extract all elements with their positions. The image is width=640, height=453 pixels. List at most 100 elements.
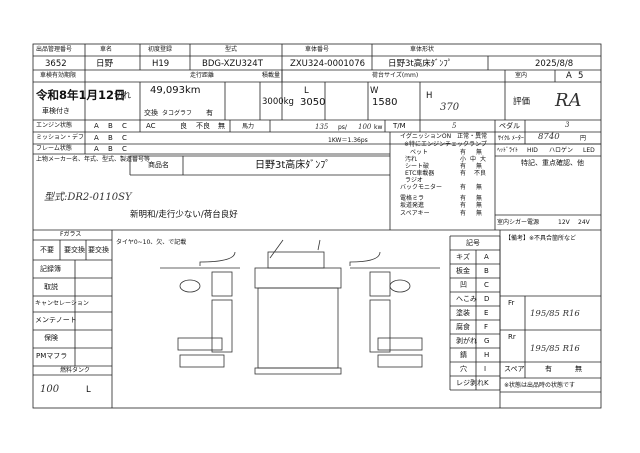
light-halogen: ハロゲン (549, 147, 574, 154)
equip-item-2: シート破 (405, 163, 430, 170)
unit-cycle: 円 (580, 135, 587, 142)
label-tm: T/M (393, 122, 406, 130)
engine-b: B (108, 122, 113, 130)
mission-c: C (122, 134, 127, 142)
value-kw-unit: kw (374, 124, 383, 131)
equip-item-5: バックモニター (400, 184, 443, 191)
label-ac: AC (146, 122, 156, 130)
value-mgmt-no: 3652 (45, 59, 67, 69)
label-f-glass: Fガラス (60, 231, 82, 238)
equip-item-7: 坂道発進 (400, 202, 425, 209)
legend-c0: A (484, 253, 489, 261)
equip-s16: 無 (476, 210, 483, 217)
value-mileage: 49,093km (150, 85, 201, 96)
legend-c3: D (484, 295, 490, 303)
legend-k5: 腐食 (456, 323, 470, 331)
equip-item-6: 電格ミラ (400, 195, 425, 202)
value-body-shape: 日野3t高床ﾀﾞﾝﾌﾟ (388, 59, 452, 69)
equip-note: ※特にエンジンチェックランプ (404, 141, 487, 148)
legend-c8: I (484, 365, 487, 373)
left-label-4: 保険 (44, 334, 58, 342)
power-24v: 24V (578, 219, 590, 226)
left-label-0: 記録簿 (40, 265, 61, 273)
label-fr: Fr (508, 299, 515, 307)
equip-s14: 無 (476, 202, 483, 209)
legend-c4: E (484, 309, 489, 317)
value-model: BDG-XZU324T (202, 59, 263, 69)
unit-fuel: L (86, 385, 91, 395)
label-body-shape: 車体形状 (410, 46, 435, 53)
label-payload: 積載量 (262, 72, 281, 79)
spare-yes: 有 (545, 365, 552, 373)
label-first-reg: 初度登録 (148, 46, 173, 53)
value-fr: 195/85 R16 (530, 309, 580, 319)
equip-s4: 大 (480, 156, 487, 163)
equip-title: イグニッションON 正常・異常 (400, 133, 488, 140)
equip-s8: 不良 (474, 170, 487, 177)
legend-c7: H (484, 351, 490, 359)
value-cycle: 8740 (538, 132, 560, 142)
legend-k3: へこみ (456, 295, 477, 303)
label-special: 特記、重点確認、他 (521, 159, 584, 167)
truck-diagram (160, 239, 440, 375)
label-pedal: ペダル (499, 122, 520, 130)
light-hid: HID (527, 147, 538, 154)
equip-s6: 無 (476, 163, 483, 170)
equip-s5: 有 (460, 163, 467, 170)
value-date: 2025/8/8 (535, 59, 574, 69)
glass-item-1: 要交換 (64, 246, 85, 254)
value-width: 1580 (372, 97, 398, 108)
label-rr: Rr (508, 333, 516, 341)
label-fuel-tank: 燃料タンク (60, 367, 91, 374)
value-chassis-no: ZXU324-0001076 (290, 59, 366, 69)
legend-title: 記号 (466, 239, 480, 247)
left-label-3: メンテノート (35, 316, 77, 324)
value-height-label: H (426, 91, 433, 101)
equip-item-4: ラジオ (405, 177, 423, 184)
legend-c2: C (484, 281, 489, 289)
glass-item-2: 要交換 (88, 246, 109, 254)
legend-k8: 穴 (460, 365, 467, 373)
equip-s2: 小 (460, 156, 467, 163)
legend-k1: 板金 (456, 267, 470, 275)
label-model: 型式 (225, 46, 238, 53)
legend-c6: G (484, 337, 490, 345)
value-with-inspection: 車検付き (42, 107, 70, 115)
label-car-name: 車名 (100, 46, 113, 53)
label-mileage: 走行距離 (190, 72, 215, 79)
value-rr: 195/85 R16 (530, 344, 580, 354)
value-inspection-date: 令和8年1月12日 (36, 88, 126, 102)
glass-item-0: 不要 (40, 246, 54, 254)
value-payload: 3000kg (262, 97, 294, 107)
label-headlamp: ﾍｯﾄﾞﾗｲﾄ (497, 147, 519, 154)
value-fuel: 100 (40, 384, 60, 395)
frame-b: B (108, 145, 113, 153)
label-cargo-size: 荷台サイズ(mm) (372, 72, 419, 79)
label-mission: ミッション・デフ (36, 134, 85, 141)
label-engine: エンジン状態 (36, 122, 73, 129)
value-pedal: 3 (565, 121, 570, 129)
label-inspection-expiry: 車検有効期限 (40, 72, 77, 79)
spare-no: 無 (575, 365, 582, 373)
value-car-name: 日野 (96, 59, 114, 69)
left-label-2: キャンセレーション (35, 300, 89, 307)
note-bottom: ※状態は出品時の状態です (504, 382, 576, 389)
engine-c: C (122, 122, 127, 130)
light-led: LED (583, 147, 595, 154)
legend-c5: F (484, 323, 489, 331)
label-horsepower: 馬力 (242, 123, 255, 130)
label-spare: スペア (504, 365, 525, 373)
mission-a: A (94, 134, 99, 142)
tire-note: タイヤ0~10、欠、で記載 (116, 239, 187, 246)
mission-b: B (108, 134, 113, 142)
value-memo: 新明和/走行少ない/荷台良好 (130, 210, 238, 220)
label-product: 商品名 (148, 161, 169, 169)
equip-s12: 無 (476, 195, 483, 202)
value-hp-conv: 1KW＝1.36ps (328, 137, 368, 144)
legend-k4: 塗装 (456, 309, 470, 317)
ac-good: 良 (180, 122, 187, 130)
value-first-reg: H19 (152, 59, 170, 69)
label-frame: フレーム状態 (36, 145, 72, 152)
